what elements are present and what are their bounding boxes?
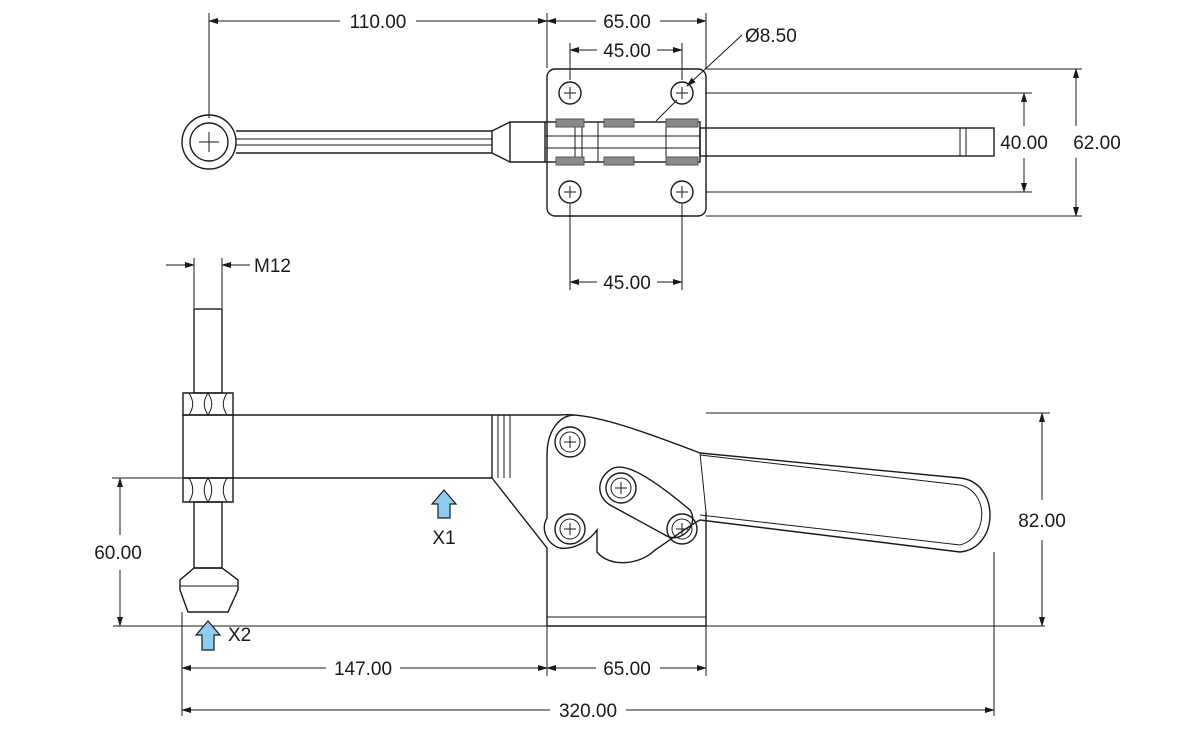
lever [510,413,991,564]
spindle-top [193,308,223,394]
dim-base-depth: 62.00 [1073,133,1121,154]
dim-reach: 147.00 [334,659,392,680]
dim-overall-length: 320.00 [559,701,617,722]
up-arrow-icon [430,489,458,519]
dim-base-width-side: 65.00 [603,659,651,680]
spindle-bottom [193,501,223,569]
mounting-holes-top [558,81,694,204]
side-view [113,308,1045,627]
handle-ring-inner [189,122,229,162]
dim-base-width-top: 65.00 [603,12,651,33]
force-marker-x2: X2 [194,620,251,651]
marker-x1-label: X1 [432,528,455,549]
dim-spindle-height: 60.00 [94,543,142,564]
pivot-pins [554,426,698,545]
dim-thread: M12 [254,256,291,277]
side-view-dimensions: M12 60.00 82.00 147.00 65.00 320.00 [94,256,1066,722]
up-arrow-icon [194,620,222,651]
dim-hole-spacing-top: 45.00 [603,41,651,62]
dim-handle-length: 110.00 [350,12,407,33]
marker-x2-label: X2 [228,625,251,646]
pressure-tip [179,567,239,613]
dim-overall-height: 82.00 [1018,511,1066,532]
dim-hole-diameter: Ø8.50 [745,26,797,47]
base-plate [546,68,707,217]
top-view [181,68,995,217]
dim-hole-spacing-vertical: 40.00 [1000,133,1048,154]
dim-hole-spacing-bottom: 45.00 [603,273,651,294]
force-marker-x1: X1 [430,489,458,549]
top-view-dimensions: 110.00 65.00 45.00 Ø8.50 45.00 40.00 62.… [208,12,1121,294]
link-plate [599,466,694,539]
